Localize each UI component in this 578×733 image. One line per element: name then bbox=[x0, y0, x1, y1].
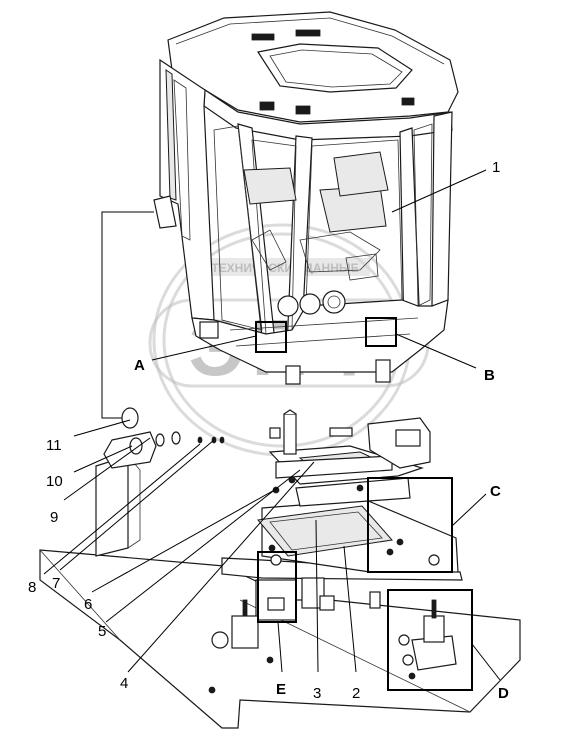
label-6: 6 bbox=[84, 596, 92, 613]
label-3: 3 bbox=[313, 685, 321, 702]
operator-cab bbox=[153, 11, 459, 385]
label-1: 1 bbox=[492, 159, 500, 176]
label-11: 11 bbox=[46, 437, 62, 454]
middle-mounts bbox=[208, 577, 335, 694]
detail-d-box bbox=[387, 589, 473, 691]
label-7: 7 bbox=[52, 575, 60, 592]
label-d: D bbox=[498, 685, 509, 702]
right-mounts bbox=[369, 591, 457, 680]
detail-e-box bbox=[257, 551, 297, 623]
label-5: 5 bbox=[98, 623, 106, 640]
label-10: 10 bbox=[46, 473, 63, 490]
left-fasteners bbox=[103, 407, 225, 469]
label-c: C bbox=[490, 483, 501, 500]
watermark-banner: ТЕХНИЧЕСКИЕ ДАННЫЕ bbox=[211, 261, 358, 275]
cable-routing bbox=[101, 211, 154, 419]
label-e: E bbox=[276, 681, 286, 698]
leader-lines bbox=[43, 169, 487, 673]
label-2: 2 bbox=[352, 685, 360, 702]
label-b: B bbox=[484, 367, 495, 384]
label-8: 8 bbox=[28, 579, 36, 596]
detail-a-box bbox=[255, 321, 287, 353]
pad-assembly bbox=[268, 409, 431, 507]
label-4: 4 bbox=[120, 675, 128, 692]
label-a: A bbox=[134, 357, 145, 374]
label-9: 9 bbox=[50, 509, 58, 526]
detail-b-box bbox=[365, 317, 397, 347]
detail-c-box bbox=[367, 477, 453, 573]
callout-labels: 1 2 3 4 5 6 7 8 9 10 11 A B C D E bbox=[28, 159, 509, 702]
mounting-plate bbox=[257, 499, 459, 573]
